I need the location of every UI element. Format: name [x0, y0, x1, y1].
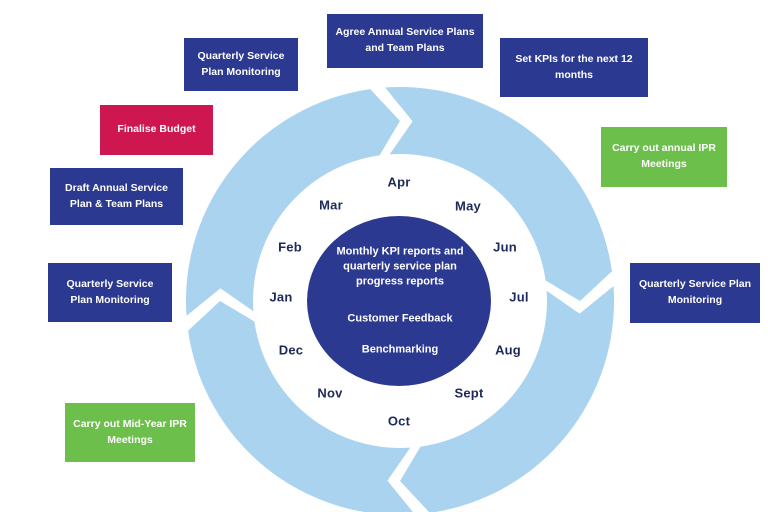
- month-label-mar: Mar: [319, 197, 343, 213]
- label-text: Carry out Mid-Year IPR Meetings: [73, 417, 187, 446]
- label-text: Finalise Budget: [117, 123, 196, 136]
- month-label-aug: Aug: [495, 342, 521, 358]
- month-label-jun: Jun: [493, 239, 517, 255]
- label-text: Set KPIs for the next 12 months: [515, 52, 633, 81]
- label-carry-out-annual-ipr-meetings: Carry out annual IPR Meetings: [601, 127, 727, 187]
- label-quarterly-monitoring-left: Quarterly Service Plan Monitoring: [48, 263, 172, 322]
- month-label-nov: Nov: [317, 385, 343, 401]
- month-label-sept: Sept: [454, 385, 484, 401]
- month-label-apr: Apr: [387, 174, 411, 190]
- label-quarterly-monitoring-right: Quarterly Service Plan Monitoring: [630, 263, 760, 323]
- ring-segment-top-left-arrow: [185, 89, 400, 316]
- center-circle-text: Monthly KPI reports and quarterly servic…: [316, 244, 484, 357]
- center-feedback-text: Customer Feedback: [347, 311, 453, 324]
- label-carry-out-mid-year-ipr-meetings: Carry out Mid-Year IPR Meetings: [65, 403, 195, 462]
- label-text: Carry out annual IPR Meetings: [612, 142, 716, 170]
- month-label-may: May: [455, 198, 481, 214]
- ring-segment-top-right-arrow: [385, 86, 612, 302]
- label-text: Agree Annual Service Plans and Team Plan…: [335, 26, 475, 54]
- label-agree-annual-service-plans: Agree Annual Service Plans and Team Plan…: [327, 14, 483, 68]
- label-text: Draft Annual Service Plan & Team Plans: [65, 181, 168, 210]
- label-text: Quarterly Service Plan Monitoring: [66, 277, 154, 306]
- label-set-kpis: Set KPIs for the next 12 months: [500, 38, 648, 97]
- month-label-feb: Feb: [278, 239, 302, 255]
- month-label-jan: Jan: [269, 289, 293, 305]
- ring-segment-bottom-left-arrow: [188, 301, 413, 512]
- month-label-jul: Jul: [509, 289, 529, 305]
- month-label-dec: Dec: [278, 342, 304, 358]
- center-benchmarking-text: Benchmarking: [361, 343, 439, 356]
- center-circle: [307, 216, 491, 386]
- label-text: Quarterly Service Plan Monitoring: [197, 49, 285, 78]
- label-text: Quarterly Service Plan Monitoring: [638, 278, 752, 306]
- center-kpi-text: Monthly KPI reports and quarterly servic…: [336, 245, 464, 288]
- label-finalise-budget: Finalise Budget: [100, 105, 213, 155]
- label-quarterly-monitoring-top-left: Quarterly Service Plan Monitoring: [184, 38, 298, 91]
- ring-segment-bottom-right-arrow: [400, 286, 614, 512]
- label-draft-annual-service-plan: Draft Annual Service Plan & Team Plans: [50, 168, 183, 225]
- month-label-oct: Oct: [387, 413, 411, 429]
